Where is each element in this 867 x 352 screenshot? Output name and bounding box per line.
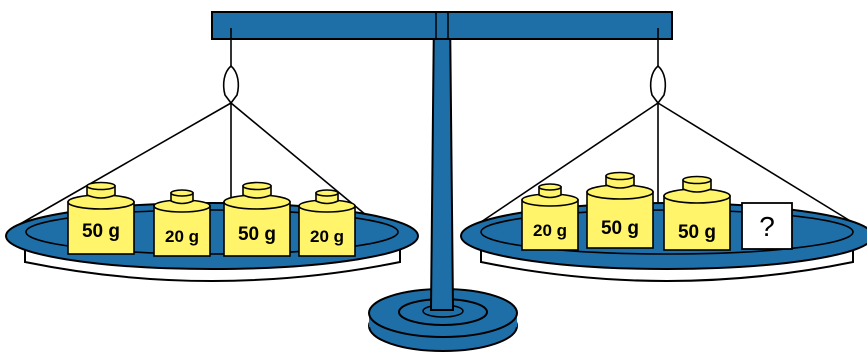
left-weight-2: 20 g xyxy=(154,190,210,256)
scale-beam xyxy=(212,12,672,39)
weight-label: 50 g xyxy=(238,224,276,245)
weight-label: 50 g xyxy=(82,221,120,242)
question-mark: ? xyxy=(759,211,775,242)
left-weight-3: 50 g xyxy=(224,183,290,257)
weight-label: 50 g xyxy=(678,222,716,243)
weight-label: 20 g xyxy=(310,227,344,246)
right-weight-1: 20 g xyxy=(522,184,578,250)
right-weight-3: 50 g xyxy=(664,177,730,251)
unknown-weight-box: ? xyxy=(742,203,792,249)
weight-label: 20 g xyxy=(165,227,199,246)
left-weight-1: 50 g xyxy=(68,183,134,255)
scale-post xyxy=(431,12,453,310)
weight-label: 20 g xyxy=(533,221,567,240)
weight-label: 50 g xyxy=(601,218,639,239)
right-weight-2: 50 g xyxy=(587,173,653,249)
